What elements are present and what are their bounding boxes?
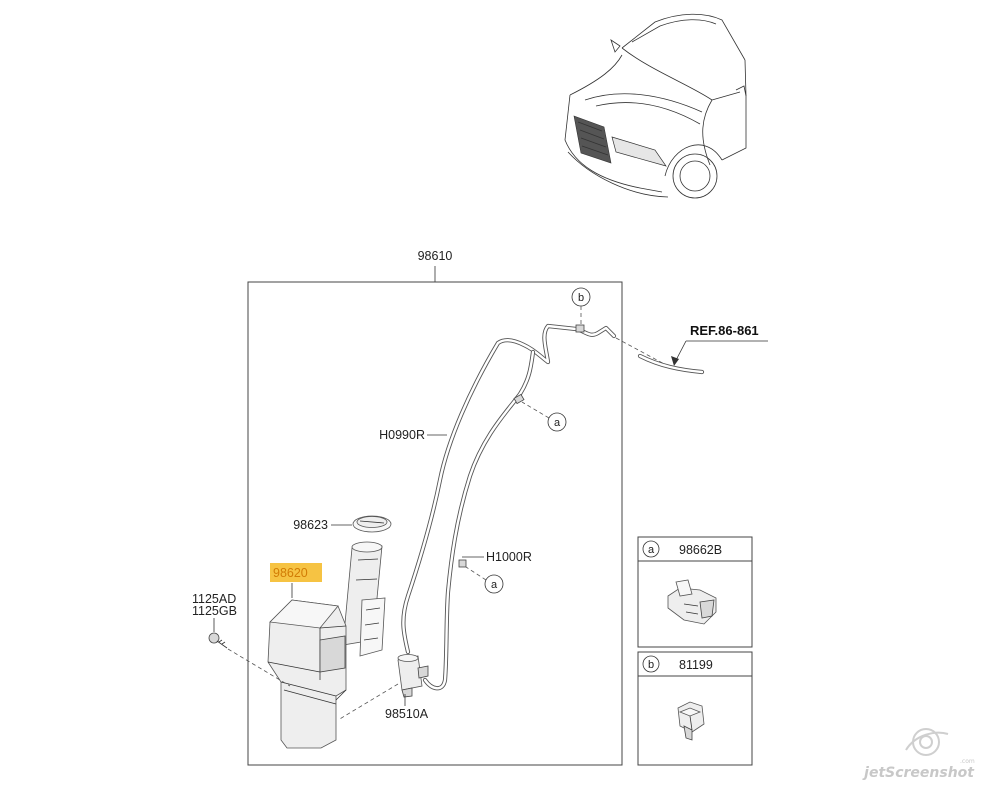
reservoir-label[interactable]: 98620 — [273, 566, 308, 580]
hose-junction-clip — [458, 324, 585, 568]
marker-a-letter-lower: a — [491, 579, 498, 591]
hose-right-label[interactable]: H1000R — [486, 550, 532, 564]
washer-reservoir — [267, 541, 386, 749]
ref-hose-stub — [637, 353, 705, 375]
detail-box-a: a 98662B — [637, 536, 753, 648]
watermark-text: jetScreenshot — [862, 765, 975, 781]
detail-a-part-label[interactable]: 98662B — [679, 543, 722, 557]
bolt-label-1[interactable]: 1125AD — [192, 592, 236, 606]
watermark: jetScreenshot .com — [862, 728, 975, 781]
marker-a-letter: a — [554, 417, 561, 429]
assembly-part-label[interactable]: 98610 — [418, 249, 453, 263]
detail-b-part-label[interactable]: 81199 — [679, 658, 713, 672]
reservoir-label-highlight — [270, 563, 322, 582]
washer-pump — [397, 654, 429, 698]
assembly-frame — [247, 281, 623, 766]
marker-b-letter: b — [578, 292, 584, 304]
marker-a-dashed-line-lower — [465, 566, 487, 581]
watermark-logo-icon — [905, 728, 949, 756]
bolt-label-2[interactable]: 1125GB — [192, 604, 237, 618]
cap-label[interactable]: 98623 — [293, 518, 328, 532]
vehicle-sketch — [564, 13, 747, 199]
detail-box-b: b 81199 — [637, 651, 753, 766]
clip-98662b — [667, 579, 717, 625]
ref-dashed-line — [615, 337, 669, 367]
hose-h1000r — [422, 349, 536, 691]
pump-label[interactable]: 98510A — [385, 707, 429, 721]
hose-h0990r — [401, 323, 617, 655]
bolt — [208, 632, 228, 649]
pump-dashed-line — [337, 683, 399, 721]
detail-b-letter: b — [648, 659, 654, 671]
bolt-dashed-line — [227, 648, 291, 687]
marker-a-dashed-line — [521, 401, 550, 419]
watermark-suffix: .com — [960, 758, 975, 765]
hose-left-label[interactable]: H0990R — [379, 428, 425, 442]
marker-a-circle — [547, 412, 567, 432]
ref-label[interactable]: REF.86-861 — [690, 323, 759, 338]
ref-arrow-head — [671, 356, 679, 366]
clip-81199 — [677, 701, 705, 741]
reservoir-cap — [352, 515, 392, 533]
detail-a-letter: a — [648, 544, 655, 556]
marker-a-circle-lower — [484, 574, 504, 594]
